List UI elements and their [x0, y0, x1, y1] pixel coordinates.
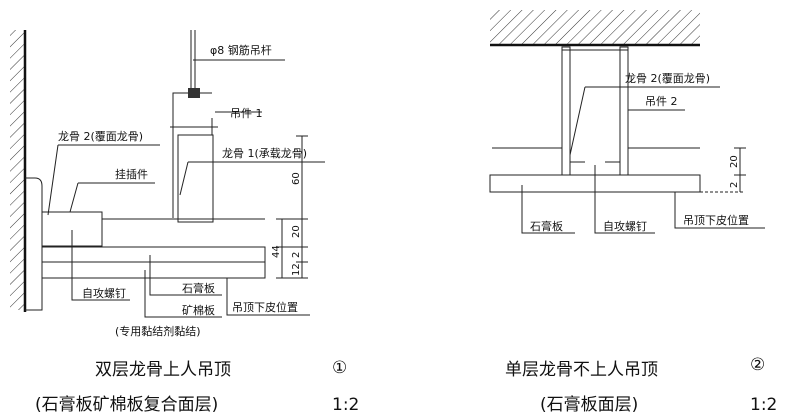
- detail-2-title: 单层龙骨不上人吊顶: [505, 360, 658, 380]
- dim-2-2: 2: [729, 182, 740, 188]
- cover-keel-label: 龙骨 2(覆面龙骨): [58, 130, 143, 143]
- detail-2-subtitle: (石膏板面层): [540, 394, 638, 415]
- hanger-1: [172, 92, 212, 218]
- mineral-wool-board: [41, 261, 266, 279]
- hanger-2: [561, 46, 571, 176]
- hanger-1-label: 吊件 1: [230, 107, 263, 120]
- gypsum-label: 石膏板: [182, 281, 215, 295]
- cover-keel-2-label: 龙骨 2(覆面龙骨): [625, 72, 710, 85]
- clip-label: 挂插件: [115, 167, 148, 181]
- gypsum-board: [41, 246, 266, 263]
- wall-trim: [25, 177, 43, 311]
- detail-2-number: ②: [750, 355, 765, 375]
- detail-1-double-keel: φ8 钢筋吊杆 吊件 1 龙骨 1(承载龙骨) 龙骨 2(覆面龙骨) 挂插件 自…: [10, 30, 359, 415]
- dim-60: 60: [291, 172, 302, 185]
- dim-20: 20: [291, 225, 302, 238]
- main-keel-label: 龙骨 1(承载龙骨): [222, 147, 307, 160]
- detail-1-title: 双层龙骨上人吊顶: [95, 360, 231, 380]
- screw-label: 自攻螺钉: [82, 286, 126, 300]
- detail-2-scale: 1:2: [750, 395, 777, 415]
- dim-2: 2: [291, 252, 302, 258]
- bottom-position-label-2: 吊顶下皮位置: [683, 213, 749, 227]
- main-keel: [177, 134, 214, 223]
- mineral-label: 矿棉板: [182, 303, 215, 317]
- wall-hatch: [10, 30, 25, 310]
- hanger-2-label: 吊件 2: [645, 95, 678, 108]
- screw-label-2: 自攻螺钉: [603, 219, 647, 233]
- adhesive-label: (专用黏结剂黏结): [115, 324, 201, 338]
- detail-1-number: ①: [332, 358, 347, 378]
- dim-44: 44: [271, 245, 282, 258]
- dim-20-2: 20: [729, 155, 740, 168]
- detail-1-subtitle: (石膏板矿棉板复合面层): [35, 394, 218, 415]
- slab-hatch: [490, 10, 700, 45]
- rod-label: φ8 钢筋吊杆: [210, 43, 272, 57]
- bottom-position-label: 吊顶下皮位置: [232, 300, 298, 314]
- detail-2-single-keel: 龙骨 2(覆面龙骨) 吊件 2 石膏板 自攻螺钉 吊顶下皮位置 20 2 单层龙…: [489, 10, 777, 415]
- dim-12: 12: [291, 263, 302, 276]
- detail-1-scale: 1:2: [332, 395, 359, 415]
- gypsum-label-2: 石膏板: [530, 219, 563, 233]
